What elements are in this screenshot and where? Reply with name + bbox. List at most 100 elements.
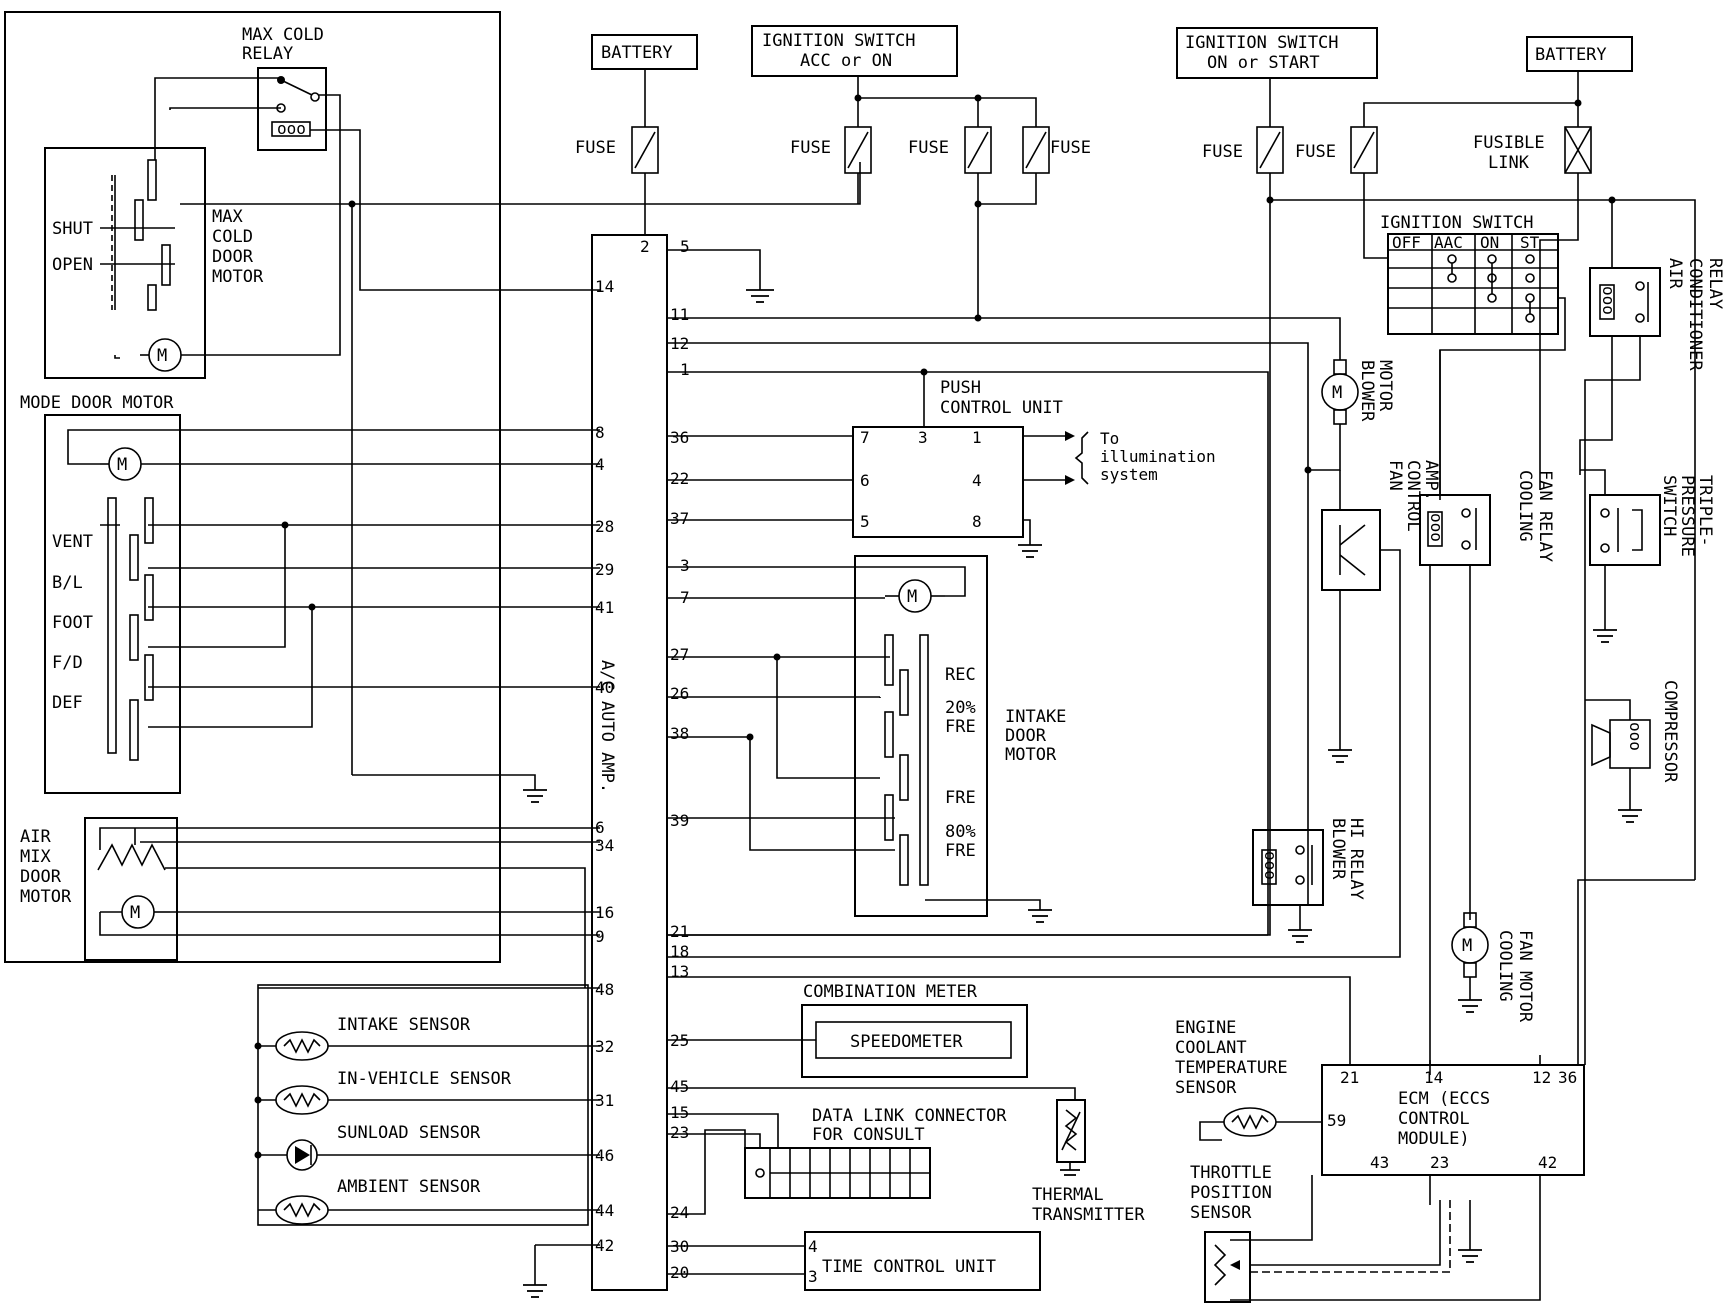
- svg-text:3: 3: [918, 428, 928, 447]
- svg-text:RELAY: RELAY: [242, 44, 293, 64]
- svg-text:DATA LINK CONNECTOR: DATA LINK CONNECTOR: [812, 1106, 1007, 1126]
- svg-text:1: 1: [680, 360, 690, 379]
- svg-text:38: 38: [670, 724, 689, 743]
- svg-text:11: 11: [670, 305, 689, 324]
- svg-text:SENSOR: SENSOR: [1175, 1078, 1237, 1098]
- svg-text:59: 59: [1327, 1111, 1346, 1130]
- svg-text:COOLANT: COOLANT: [1175, 1038, 1247, 1058]
- svg-text:9: 9: [595, 927, 605, 946]
- svg-text:COMPRESSOR: COMPRESSOR: [1660, 680, 1680, 783]
- svg-text:DOOR: DOOR: [212, 247, 254, 267]
- svg-text:BLOWER: BLOWER: [1328, 818, 1348, 880]
- svg-text:MOTOR: MOTOR: [20, 887, 72, 907]
- throttle-position-sensor: THROTTLE POSITION SENSOR: [1190, 1163, 1272, 1303]
- svg-text:POSITION: POSITION: [1190, 1183, 1272, 1203]
- svg-text:8: 8: [972, 512, 982, 531]
- svg-text:39: 39: [670, 811, 689, 830]
- ecm: 21 14 12 36 59 43 23 42 ECM (ECCS CONTRO…: [1321, 1064, 1585, 1176]
- ignition-switch-start: IGNITION SWITCH ON or START: [1176, 27, 1378, 79]
- svg-text:1: 1: [972, 428, 982, 447]
- svg-text:ON: ON: [1480, 233, 1499, 252]
- fuse-2: FUSE: [790, 126, 872, 174]
- svg-text:M: M: [1332, 383, 1342, 403]
- svg-text:45: 45: [670, 1077, 689, 1096]
- svg-text:ooo: ooo: [1626, 722, 1645, 751]
- svg-text:20: 20: [670, 1263, 689, 1282]
- svg-text:MOTOR: MOTOR: [1005, 745, 1057, 765]
- fuse-1: FUSE: [575, 126, 659, 174]
- svg-text:B/L: B/L: [52, 573, 83, 593]
- svg-text:5: 5: [860, 512, 870, 531]
- svg-text:22: 22: [670, 469, 689, 488]
- svg-text:FRE: FRE: [945, 788, 976, 808]
- svg-text:4: 4: [595, 455, 605, 474]
- svg-text:REC: REC: [945, 665, 976, 685]
- svg-text:FOR CONSULT: FOR CONSULT: [812, 1125, 925, 1145]
- svg-text:40: 40: [595, 678, 614, 697]
- fuse-6: FUSE: [1295, 126, 1378, 174]
- svg-text:SENSOR: SENSOR: [1190, 1203, 1252, 1223]
- svg-text:MODE DOOR MOTOR: MODE DOOR MOTOR: [20, 393, 174, 413]
- data-link-connector: DATA LINK CONNECTOR FOR CONSULT: [744, 1106, 1007, 1199]
- svg-text:COMBINATION METER: COMBINATION METER: [803, 982, 978, 1002]
- svg-text:ENGINE: ENGINE: [1175, 1018, 1236, 1038]
- svg-text:7: 7: [860, 428, 870, 447]
- svg-text:36: 36: [670, 428, 689, 447]
- engine-coolant-sensor: ENGINE COOLANT TEMPERATURE SENSOR: [1175, 1018, 1288, 1137]
- ignition-switch-acc: IGNITION SWITCH ACC or ON: [751, 25, 958, 77]
- svg-text:TRANSMITTER: TRANSMITTER: [1032, 1205, 1145, 1225]
- svg-text:MOTOR: MOTOR: [212, 267, 264, 287]
- svg-text:IGNITION SWITCH: IGNITION SWITCH: [1185, 33, 1339, 53]
- svg-text:BATTERY: BATTERY: [1535, 45, 1607, 65]
- svg-text:FUSE: FUSE: [908, 138, 949, 158]
- svg-text:BATTERY: BATTERY: [601, 43, 673, 63]
- svg-text:44: 44: [595, 1201, 614, 1220]
- cooling-fan-relay: ooo COOLING FAN RELAY: [1419, 470, 1555, 566]
- svg-text:FAN: FAN: [1385, 460, 1405, 491]
- svg-text:INTAKE SENSOR: INTAKE SENSOR: [337, 1015, 471, 1035]
- time-control-unit: 4 3 TIME CONTROL UNIT: [804, 1231, 1041, 1291]
- svg-text:15: 15: [670, 1103, 689, 1122]
- svg-text:F/D: F/D: [52, 653, 83, 673]
- svg-text:AMBIENT SENSOR: AMBIENT SENSOR: [337, 1177, 481, 1197]
- speedometer: SPEEDOMETER: [850, 1032, 963, 1052]
- cooling-fan-motor: M COOLING FAN MOTOR: [1451, 912, 1535, 1023]
- svg-text:BLOWER: BLOWER: [1357, 360, 1377, 422]
- svg-text:PUSH: PUSH: [940, 378, 981, 398]
- svg-text:VENT: VENT: [52, 532, 93, 552]
- svg-text:27: 27: [670, 645, 689, 664]
- blower-hi-relay: ooo BLOWER HI RELAY: [1252, 818, 1366, 906]
- svg-text:M: M: [1462, 936, 1472, 956]
- svg-text:M: M: [117, 455, 127, 475]
- svg-text:24: 24: [670, 1203, 689, 1222]
- battery-left: BATTERY: [591, 34, 698, 70]
- svg-text:INTAKE: INTAKE: [1005, 707, 1066, 727]
- svg-text:M: M: [907, 587, 917, 607]
- in-vehicle-sensor: IN-VEHICLE SENSOR: [275, 1069, 512, 1115]
- svg-text:16: 16: [595, 903, 614, 922]
- mode-door-motor: MODE DOOR MOTOR M VENT B/L FOOT F/D DEF: [20, 393, 181, 794]
- svg-text:ON or START: ON or START: [1207, 53, 1320, 73]
- svg-text:ECM (ECCS: ECM (ECCS: [1398, 1089, 1490, 1109]
- svg-text:6: 6: [595, 818, 605, 837]
- fuse-4: FUSE: [1022, 126, 1091, 174]
- svg-text:FAN RELAY: FAN RELAY: [1535, 470, 1555, 562]
- ignition-switch-table: IGNITION SWITCH OFF AAC ON ST: [1380, 213, 1559, 335]
- compressor: ooo COMPRESSOR: [1591, 680, 1680, 783]
- svg-text:TIME CONTROL UNIT: TIME CONTROL UNIT: [822, 1257, 996, 1277]
- intake-sensor: INTAKE SENSOR: [275, 1015, 471, 1061]
- svg-text:COLD: COLD: [212, 227, 253, 247]
- svg-text:OPEN: OPEN: [52, 255, 93, 275]
- ac-relay: ooo AIR CONDITIONER RELAY: [1589, 258, 1725, 371]
- svg-text:THERMAL: THERMAL: [1032, 1185, 1104, 1205]
- svg-text:FRE: FRE: [945, 717, 976, 737]
- svg-text:DOOR: DOOR: [1005, 726, 1047, 746]
- svg-text:FUSE: FUSE: [1202, 142, 1243, 162]
- svg-text:32: 32: [595, 1037, 614, 1056]
- svg-text:14: 14: [1424, 1068, 1443, 1087]
- svg-text:5: 5: [680, 237, 690, 256]
- svg-text:18: 18: [670, 942, 689, 961]
- svg-text:COOLING: COOLING: [1515, 470, 1535, 542]
- svg-text:FUSE: FUSE: [1295, 142, 1336, 162]
